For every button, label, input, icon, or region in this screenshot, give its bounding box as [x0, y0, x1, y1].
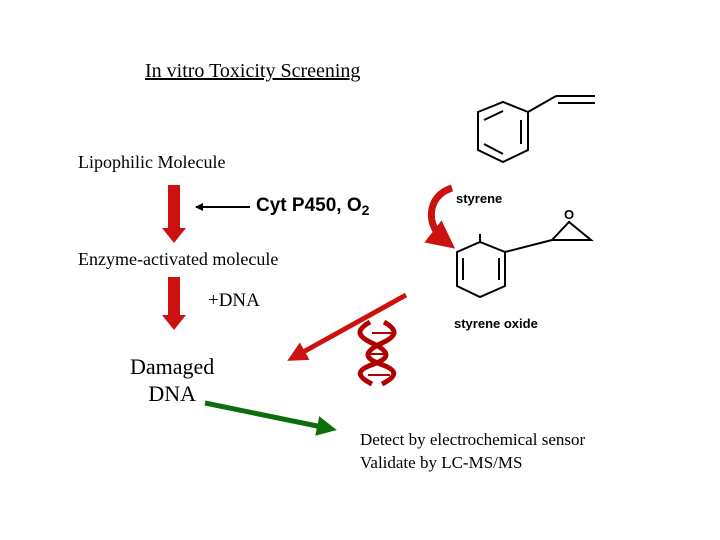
oxygen-atom-label: O [564, 207, 575, 222]
detect-line: Detect by electrochemical sensor [360, 430, 586, 449]
red-down-arrow-2 [162, 277, 186, 330]
styrene-label: styrene [456, 191, 503, 206]
validate-line: Validate by LC-MS/MS [360, 453, 523, 472]
curved-conversion-arrow [424, 184, 456, 249]
styrene-oxide-label: styrene oxide [454, 316, 538, 331]
enzyme-label: Cyt P450, O2 [256, 195, 369, 218]
activated-molecule-label: Enzyme-activated molecule [78, 249, 279, 269]
damaged-line-2: DNA [148, 381, 196, 406]
enzyme-label-text: Cyt P450, O [256, 195, 362, 216]
styrene-oxide-structure [456, 220, 594, 299]
add-dna-label: +DNA [208, 290, 260, 311]
dna-to-damage-arrow [287, 292, 408, 361]
styrene-structure [477, 95, 595, 164]
dna-helix-icon [357, 319, 397, 387]
page-title: In vitro Toxicity Screening [145, 60, 361, 82]
detection-arrow [204, 400, 337, 436]
enzyme-label-subscript: 2 [361, 202, 370, 218]
red-down-arrow-1 [162, 185, 186, 243]
lipophilic-molecule-label: Lipophilic Molecule [78, 152, 226, 172]
damaged-line-1: Damaged [130, 354, 215, 379]
damaged-dna-label: Damaged DNA [130, 353, 214, 407]
detection-text: Detect by electrochemical sensor Validat… [360, 428, 585, 474]
